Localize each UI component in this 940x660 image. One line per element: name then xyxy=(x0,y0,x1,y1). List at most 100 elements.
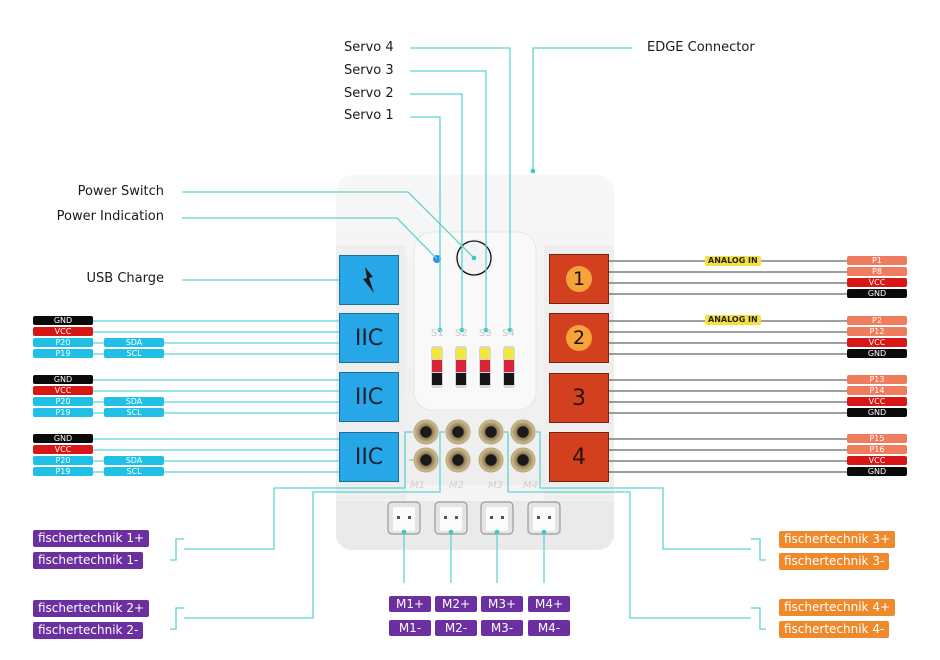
motor-terminal-m4-minus: M4- xyxy=(528,620,570,636)
motor-jack-m2-plus[interactable] xyxy=(445,419,471,445)
servo-header-s1[interactable] xyxy=(431,346,443,388)
sensor-port-1-label: 1 xyxy=(566,266,592,292)
fischertechnik-3-minus: fischertechnik 3- xyxy=(779,553,890,570)
port-1-pin-p8: P8 xyxy=(847,267,907,276)
ft-3-bracket xyxy=(751,607,766,630)
iic-2-pin-p20: P20 xyxy=(33,397,93,406)
ft-plug-face xyxy=(486,507,508,531)
motor-terminal-m1-minus: M1- xyxy=(389,620,431,636)
ft-plug-pin xyxy=(548,516,551,519)
ft-plug-face xyxy=(393,507,415,531)
ft-plug-2[interactable] xyxy=(434,501,468,535)
servo-vcc-pin xyxy=(504,360,514,372)
port-2-pin-p2: P2 xyxy=(847,316,907,325)
port-4-pin-p15: P15 xyxy=(847,434,907,443)
motor-jack-m3-minus[interactable] xyxy=(478,447,504,473)
servo-signal-pin xyxy=(480,348,490,359)
motor-jack-m2-minus[interactable] xyxy=(445,447,471,473)
ft-plug-face xyxy=(440,507,462,531)
iic-1-pin-p20: P20 xyxy=(33,338,93,347)
analog-in-tag-port-1: ANALOG IN xyxy=(705,256,761,266)
port-3-pin-p14: P14 xyxy=(847,386,907,395)
ft-2-bracket xyxy=(170,607,184,630)
servo-header-s3[interactable] xyxy=(479,346,491,388)
iic-port-1[interactable]: IIC xyxy=(339,313,399,363)
leader-dot xyxy=(437,327,443,333)
usb-charge-label: USB Charge xyxy=(86,271,164,286)
iic-1-alt-scl: SCL xyxy=(104,349,164,358)
fischertechnik-3-plus: fischertechnik 3+ xyxy=(779,531,896,548)
servo-header-s2[interactable] xyxy=(455,346,467,388)
servo-header-s4[interactable] xyxy=(503,346,515,388)
iic-3-alt-scl: SCL xyxy=(104,467,164,476)
power-indication-label: Power Indication xyxy=(56,209,164,224)
fischertechnik-4-plus: fischertechnik 4+ xyxy=(779,599,896,616)
servo-3-leader xyxy=(410,70,487,330)
motor-terminal-m3-minus: M3- xyxy=(481,620,523,636)
leader-dot xyxy=(530,168,536,174)
servo-gnd-pin xyxy=(432,373,442,385)
iic-1-alt-sda: SDA xyxy=(104,338,164,347)
power-indication-leader xyxy=(182,217,438,260)
servo-1-leader xyxy=(410,116,441,330)
iic-port-3[interactable]: IIC xyxy=(339,432,399,482)
iic-port-2[interactable]: IIC xyxy=(339,372,399,422)
ft-plug-pin xyxy=(490,516,493,519)
iic-2-pin-gnd: GND xyxy=(33,375,93,384)
iic-2-alt-sda: SDA xyxy=(104,397,164,406)
iic-3-pin-gnd: GND xyxy=(33,434,93,443)
ft-plug-3[interactable] xyxy=(480,501,514,535)
lightning-icon xyxy=(363,267,374,293)
port-1-pin-gnd: GND xyxy=(847,289,907,298)
motor-3-leader xyxy=(504,431,751,619)
servo-signal-pin xyxy=(504,348,514,359)
motor-terminal-m2-minus: M2- xyxy=(435,620,477,636)
servo-header-s3-label: S3 xyxy=(479,328,492,339)
servo-gnd-pin xyxy=(504,373,514,385)
servo-1-label: Servo 1 xyxy=(344,108,394,123)
leader-dot xyxy=(541,529,547,535)
sensor-port-3-label: 3 xyxy=(572,385,586,411)
port-3-pin-p13: P13 xyxy=(847,375,907,384)
servo-signal-pin xyxy=(456,348,466,359)
servo-header-s1-label: S1 xyxy=(431,328,444,339)
motor-4-leader xyxy=(536,431,751,550)
fischertechnik-2-minus: fischertechnik 2- xyxy=(33,622,144,639)
motor-jack-m1-minus[interactable] xyxy=(413,447,439,473)
motor-socket-m1-label: M1 xyxy=(410,480,425,491)
servo-signal-pin xyxy=(432,348,442,359)
sensor-port-2[interactable]: 2 xyxy=(549,313,609,363)
servo-vcc-pin xyxy=(456,360,466,372)
port-2-pin-vcc: VCC xyxy=(847,338,907,347)
leader-dot xyxy=(459,327,465,333)
ft-plug-1[interactable] xyxy=(387,501,421,535)
motor-2-leader xyxy=(184,431,445,619)
analog-in-tag-port-2: ANALOG IN xyxy=(705,315,761,325)
sensor-port-3[interactable]: 3 xyxy=(549,373,609,423)
usb-charge-port[interactable] xyxy=(339,255,399,305)
servo-vcc-pin xyxy=(480,360,490,372)
servo-gnd-pin xyxy=(456,373,466,385)
fischertechnik-2-plus: fischertechnik 2+ xyxy=(33,600,150,617)
sensor-port-2-label: 2 xyxy=(566,325,592,351)
sensor-port-1[interactable]: 1 xyxy=(549,254,609,304)
motor-jack-m4-plus[interactable] xyxy=(510,419,536,445)
fischertechnik-4-minus: fischertechnik 4- xyxy=(779,621,890,638)
leader-dot xyxy=(471,255,477,261)
servo-2-leader xyxy=(410,93,463,330)
sensor-port-4-label: 4 xyxy=(572,444,586,470)
sensor-port-4[interactable]: 4 xyxy=(549,432,609,482)
motor-socket-m2-label: M2 xyxy=(449,480,464,491)
ft-plug-4[interactable] xyxy=(527,501,561,535)
motor-jack-m1-plus[interactable] xyxy=(413,419,439,445)
ft-plug-pin xyxy=(397,516,400,519)
iic-3-pin-vcc: VCC xyxy=(33,445,93,454)
fischertechnik-1-plus: fischertechnik 1+ xyxy=(33,530,150,547)
iic-2-alt-scl: SCL xyxy=(104,408,164,417)
motor-jack-m4-minus[interactable] xyxy=(510,447,536,473)
fischertechnik-1-minus: fischertechnik 1- xyxy=(33,552,144,569)
servo-header-s2-label: S2 xyxy=(455,328,468,339)
leader-dot xyxy=(401,529,407,535)
servo-3-label: Servo 3 xyxy=(344,63,394,78)
motor-jack-m3-plus[interactable] xyxy=(478,419,504,445)
